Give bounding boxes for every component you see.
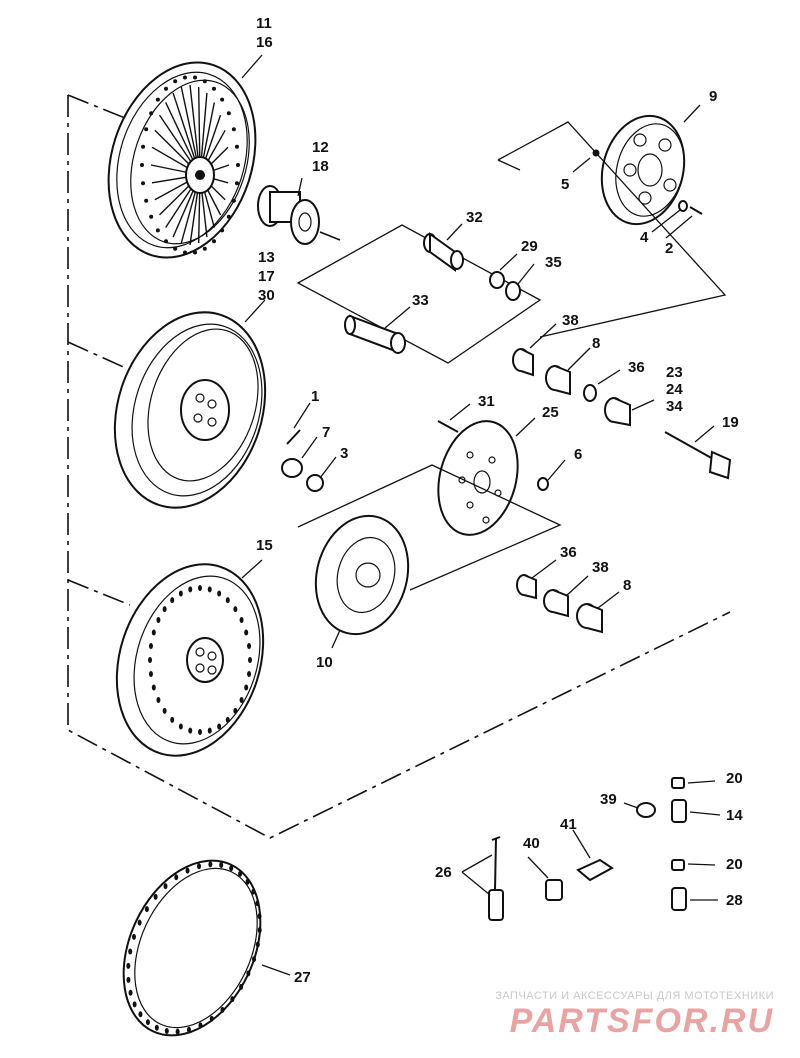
label-36-upper: 36 xyxy=(628,359,645,376)
label-6: 6 xyxy=(574,446,582,463)
label-36-lower: 36 xyxy=(560,544,577,561)
label-29: 29 xyxy=(521,238,538,255)
label-11: 11 xyxy=(256,15,272,32)
spoke-26 xyxy=(488,836,504,921)
label-12: 12 xyxy=(312,139,329,156)
label-18: 18 xyxy=(312,158,329,175)
label-30: 30 xyxy=(258,287,275,304)
part-number-labels: 11 16 12 18 9 5 4 2 32 29 35 33 13 17 30… xyxy=(256,15,743,986)
leader-lines xyxy=(241,54,721,976)
label-26: 26 xyxy=(435,864,452,881)
label-17: 17 xyxy=(258,268,275,285)
label-7: 7 xyxy=(322,424,330,441)
watermark: ЗАПЧАСТИ И АКСЕССУАРЫ ДЛЯ МОТОТЕХНИКИ PA… xyxy=(474,990,774,1040)
label-25: 25 xyxy=(542,404,559,421)
label-20-upper: 20 xyxy=(726,770,743,787)
label-20-lower: 20 xyxy=(726,856,743,873)
label-27: 27 xyxy=(294,969,311,986)
label-31: 31 xyxy=(478,393,495,410)
label-8-lower: 8 xyxy=(623,577,631,594)
label-2: 2 xyxy=(665,240,673,257)
label-34: 34 xyxy=(666,398,683,415)
watermark-tagline: ЗАПЧАСТИ И АКСЕССУАРЫ ДЛЯ МОТОТЕХНИКИ xyxy=(495,990,774,1002)
spacer-32 xyxy=(423,232,464,272)
label-24: 24 xyxy=(666,381,683,398)
brake-disc xyxy=(314,514,410,636)
label-4: 4 xyxy=(640,229,649,246)
label-39: 39 xyxy=(600,791,617,808)
watermark-brand: PARTSFOR.RU xyxy=(509,1002,774,1040)
rim xyxy=(122,859,262,1037)
label-13: 13 xyxy=(258,249,275,266)
adapter-plate xyxy=(437,420,519,536)
label-23: 23 xyxy=(666,364,683,381)
label-35: 35 xyxy=(545,254,562,271)
label-16: 16 xyxy=(256,34,273,51)
label-38-lower: 38 xyxy=(592,559,609,576)
label-1: 1 xyxy=(311,388,319,405)
weight-41 xyxy=(576,858,614,882)
wheel-holes xyxy=(148,585,252,735)
label-5: 5 xyxy=(561,176,569,193)
label-32: 32 xyxy=(466,209,483,226)
label-15: 15 xyxy=(256,537,273,554)
solid-wheel xyxy=(115,563,265,757)
rim-holes xyxy=(126,861,262,1035)
label-33: 33 xyxy=(412,292,429,309)
label-19: 19 xyxy=(722,414,739,431)
label-14: 14 xyxy=(726,807,743,824)
bearing-row-lower xyxy=(516,574,603,634)
label-8-upper: 8 xyxy=(592,335,600,352)
sprocket xyxy=(600,114,686,226)
nipple-40 xyxy=(545,879,563,901)
disc-wheel xyxy=(113,311,267,509)
spoked-wheel xyxy=(107,61,257,259)
hub xyxy=(257,185,320,245)
label-9: 9 xyxy=(709,88,717,105)
label-3: 3 xyxy=(340,445,348,462)
bearing-row-upper xyxy=(512,348,631,427)
label-41: 41 xyxy=(560,816,577,833)
label-40: 40 xyxy=(523,835,540,852)
label-28: 28 xyxy=(726,892,743,909)
wheel-group-frame xyxy=(67,94,731,839)
label-38-upper: 38 xyxy=(562,312,579,329)
label-10: 10 xyxy=(316,654,333,671)
axle-tube-33 xyxy=(344,314,406,354)
